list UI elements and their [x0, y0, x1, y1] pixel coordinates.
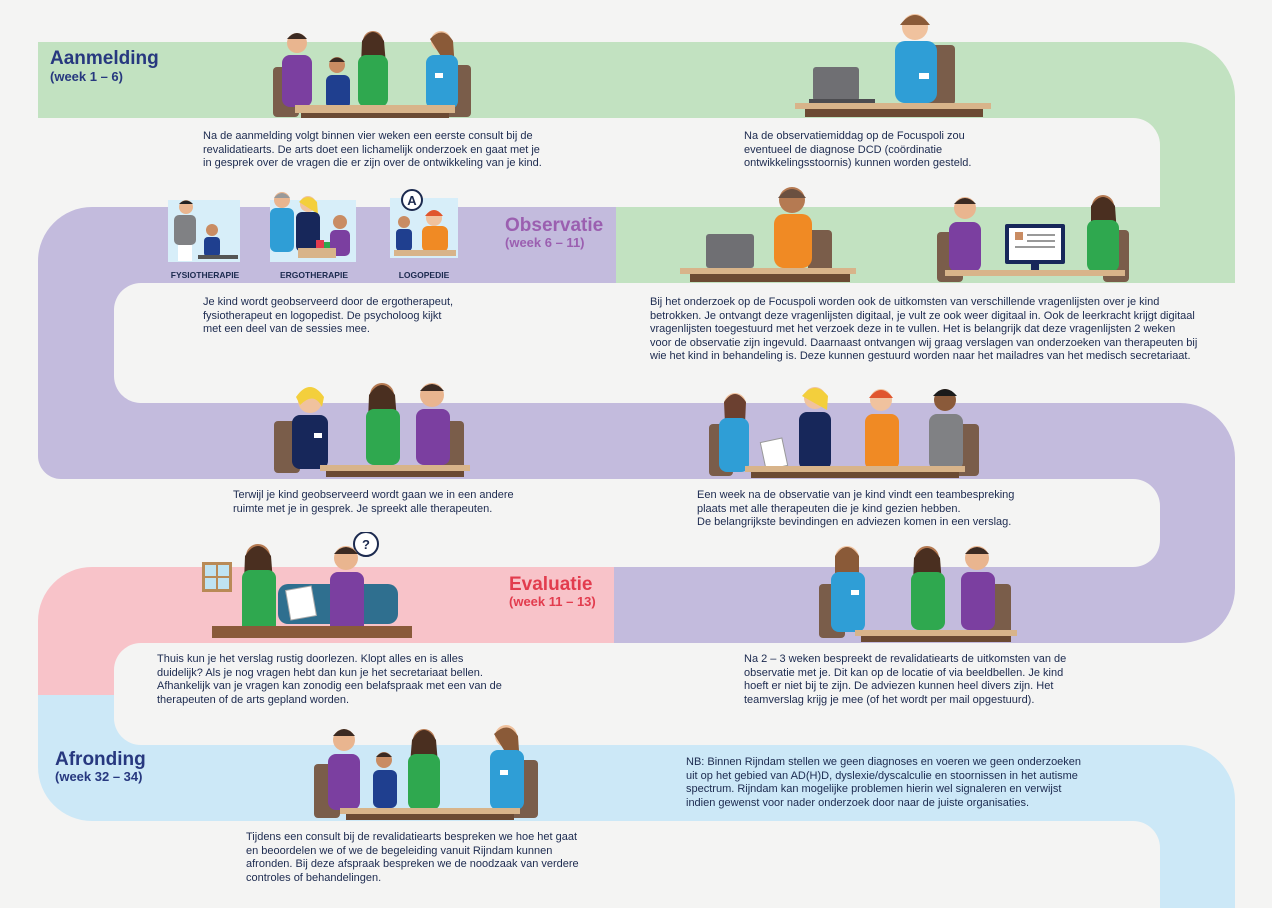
phase-title-evaluatie: Evaluatie — [509, 574, 593, 595]
text-uitkomsten: Na 2 – 3 weken bespreekt de revalidatiea… — [744, 653, 1067, 706]
phase-title-observatie: Observatie — [505, 215, 604, 236]
phase-weeks-evaluatie: (week 11 – 13) — [509, 594, 596, 609]
text-verslag-thuis: Thuis kun je het verslag rustig doorleze… — [157, 653, 502, 706]
illustration-thuis-verslag: ? — [202, 532, 412, 638]
phase-weeks-aanmelding: (week 1 – 6) — [50, 69, 123, 84]
text-aanmelding-consult: Na de aanmelding volgt binnen vier weken… — [203, 130, 542, 169]
text-teambespreking: Een week na de observatie van je kind vi… — [697, 489, 1015, 528]
illustration-focuspoli-laptop — [680, 187, 856, 282]
label-fysiotherapie: FYSIOTHERAPIE — [170, 270, 240, 280]
text-afronding-consult: Tijdens een consult bij de revalidatiear… — [246, 831, 579, 884]
illustration-family-consult — [273, 31, 471, 118]
band-observatie-top — [38, 207, 1160, 479]
illustration-gesprek-therapeuten — [274, 383, 470, 477]
question-badge: ? — [362, 537, 370, 552]
text-nb-rijndam: NB: Binnen Rijndam stellen we geen diagn… — [686, 756, 1082, 809]
illustration-afronding-consult — [314, 725, 538, 820]
phase-title-afronding: Afronding — [55, 749, 146, 770]
illustration-logopedie: A — [390, 189, 458, 258]
label-logopedie: LOGOPEDIE — [398, 270, 450, 280]
text-gesprek-ouders: Terwijl je kind geobserveerd wordt gaan … — [233, 489, 514, 515]
label-ergotherapie: ERGOTHERAPIE — [279, 270, 348, 280]
phase-weeks-observatie: (week 6 – 11) — [505, 235, 585, 250]
illustration-uitkomsten-gesprek — [819, 546, 1017, 642]
text-observatie-therapeuten: Je kind wordt geobserveerd door de ergot… — [203, 296, 454, 335]
band-observatie-bottom — [614, 403, 1235, 643]
logopedie-a-badge: A — [407, 193, 417, 208]
illustration-doctor-laptop — [795, 14, 991, 117]
illustration-ergotherapie — [270, 192, 356, 262]
illustration-monitor-consult — [937, 195, 1129, 282]
illustration-fysiotherapie — [168, 200, 240, 262]
text-vragenlijsten: Bij het onderzoek op de Focuspoli worden… — [650, 296, 1198, 362]
text-diagnose-dcd: Na de observatiemiddag op de Focuspoli z… — [744, 130, 972, 169]
illustration-teambespreking — [709, 387, 979, 478]
phase-weeks-afronding: (week 32 – 34) — [55, 769, 143, 784]
phase-title-aanmelding: Aanmelding — [50, 48, 159, 69]
